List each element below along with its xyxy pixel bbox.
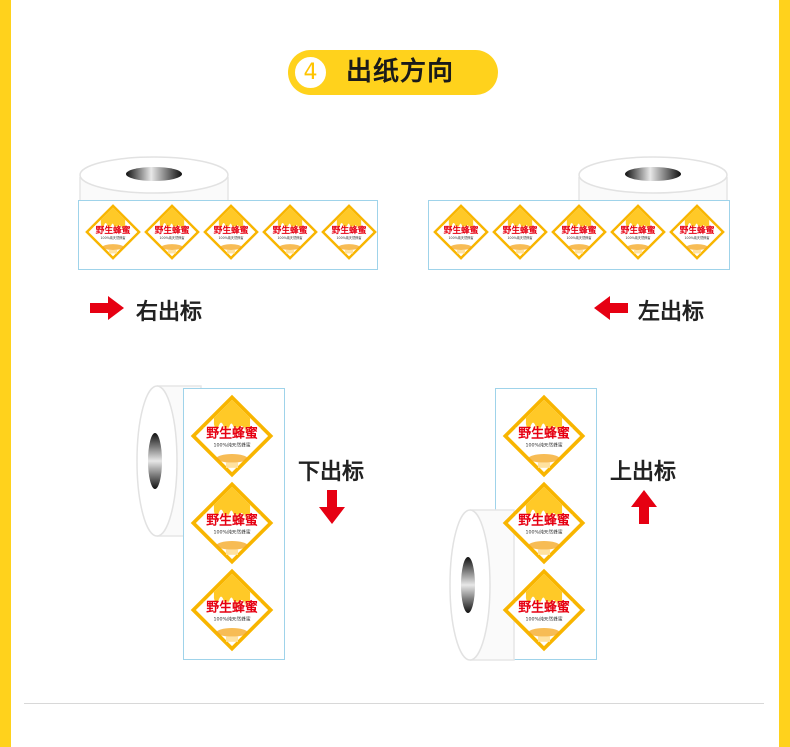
left-accent-bar [0,0,11,747]
sticker-sub-text: 100%纯天然蜂蜜 [213,528,250,535]
step-number-badge: 4 [293,55,328,90]
direction-label-right: 右出标 [136,300,203,325]
sticker-brand-text: 野生蜂蜜 [503,224,538,236]
sticker-brand-text: 野生蜂蜜 [155,224,190,236]
sticker-brand-text: 野生蜂蜜 [273,224,308,236]
sticker-brand-text: 野生蜂蜜 [518,600,570,616]
arrow-down-icon [319,490,345,524]
sticker-sub-text: 100%纯天然蜂蜜 [337,235,362,240]
section-header: 4 出纸方向 [288,50,498,95]
sticker-brand-text: 野生蜂蜜 [214,224,249,236]
sticker-brand-text: 野生蜂蜜 [518,426,570,442]
sticker-brand-text: 野生蜂蜜 [621,224,656,236]
sticker-sub-text: 100%纯天然蜂蜜 [101,235,126,240]
direction-label-up: 上出标 [610,460,677,485]
sticker-sub-text: 100%纯天然蜂蜜 [525,528,562,535]
sticker-brand-text: 野生蜂蜜 [96,224,131,236]
bottom-divider [24,703,764,704]
right-accent-bar [779,0,790,747]
direction-label-down: 下出标 [298,460,365,485]
sticker-brand-text: 野生蜂蜜 [206,426,258,442]
roll-up-output [449,509,515,661]
sticker-sub-text: 100%纯天然蜂蜜 [567,235,592,240]
direction-label-left: 左出标 [638,300,705,325]
sticker-sub-text: 100%纯天然蜂蜜 [626,235,651,240]
arrow-left-icon [594,296,628,320]
sticker-sub-text: 100%纯天然蜂蜜 [525,615,562,622]
sticker-brand-text: 野生蜂蜜 [680,224,715,236]
sticker-brand-text: 野生蜂蜜 [332,224,367,236]
sticker-sub-text: 100%纯天然蜂蜜 [278,235,303,240]
sticker-sub-text: 100%纯天然蜂蜜 [525,441,562,448]
sticker-sub-text: 100%纯天然蜂蜜 [213,441,250,448]
sticker-brand-text: 野生蜂蜜 [518,513,570,529]
sticker-brand-text: 野生蜂蜜 [562,224,597,236]
section-title: 出纸方向 [346,57,455,87]
arrow-up-icon [631,490,657,524]
arrow-right-icon [90,296,124,320]
sticker-brand-text: 野生蜂蜜 [206,600,258,616]
sticker-brand-text: 野生蜂蜜 [206,513,258,529]
sticker-sub-text: 100%纯天然蜂蜜 [160,235,185,240]
sticker-sub-text: 100%纯天然蜂蜜 [508,235,533,240]
sticker-sub-text: 100%纯天然蜂蜜 [213,615,250,622]
sticker-sub-text: 100%纯天然蜂蜜 [449,235,474,240]
sticker-sub-text: 100%纯天然蜂蜜 [685,235,710,240]
sticker-sub-text: 100%纯天然蜂蜜 [219,235,244,240]
sticker-brand-text: 野生蜂蜜 [444,224,479,236]
